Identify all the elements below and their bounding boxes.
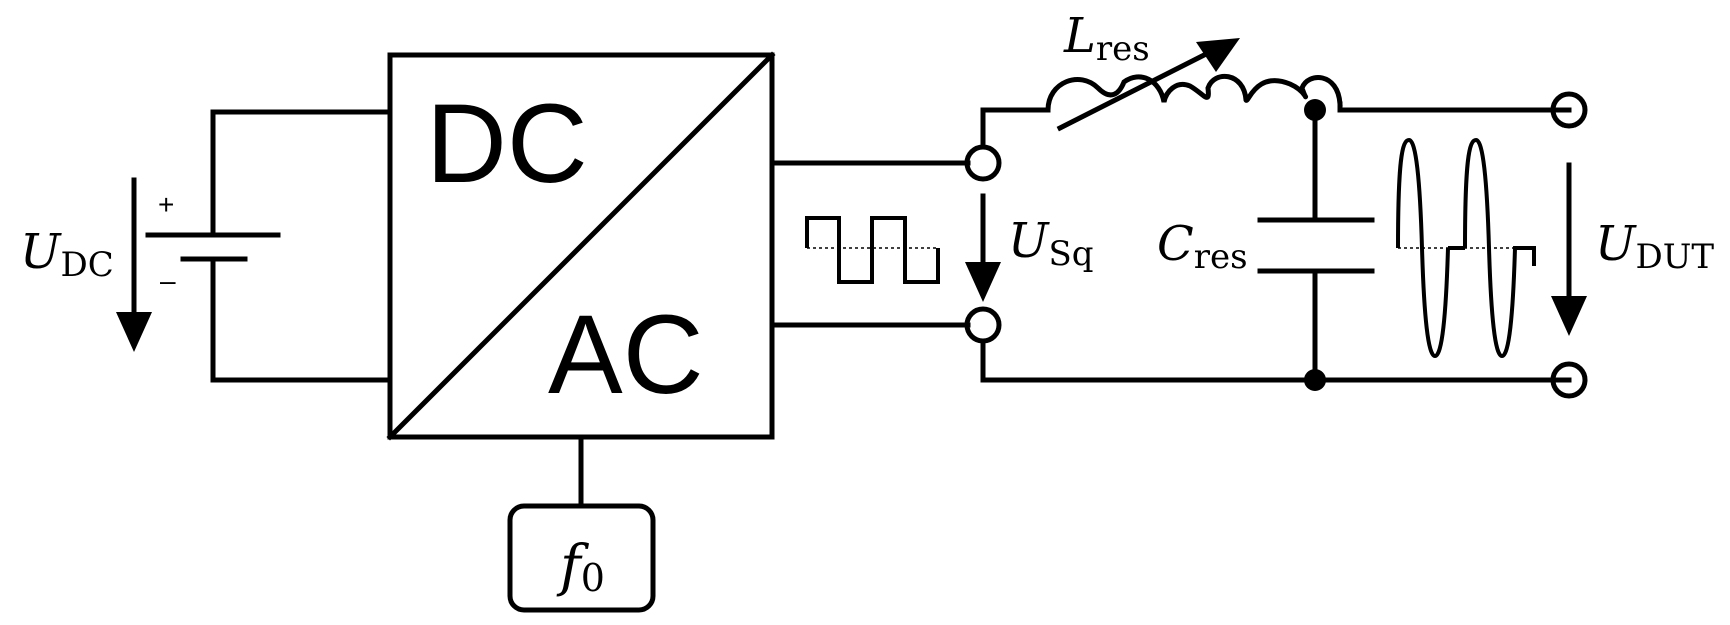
l-res-symbol: L bbox=[1063, 8, 1096, 64]
frequency-subscript: 0 bbox=[581, 556, 605, 600]
u-dc-subscript: DC bbox=[60, 245, 113, 285]
converter-ac-label: AC bbox=[548, 292, 704, 417]
c-res-symbol: C bbox=[1157, 216, 1194, 272]
u-dut-label: UDUT bbox=[1595, 216, 1714, 277]
converter-diagonal bbox=[386, 51, 776, 441]
battery-plus-sign: + bbox=[158, 189, 174, 220]
c-res-subscript: res bbox=[1194, 237, 1248, 277]
dc-ac-converter: DC AC bbox=[386, 51, 776, 441]
inductor-variable-arrow-head bbox=[1196, 38, 1240, 72]
u-sq-subscript: Sq bbox=[1048, 234, 1093, 274]
frequency-block bbox=[507, 503, 656, 613]
u-dc-arrow bbox=[116, 177, 152, 352]
u-dc-symbol: U bbox=[20, 224, 62, 280]
battery-minus-sign: – bbox=[160, 265, 176, 296]
wire-return-bottom bbox=[980, 338, 1572, 383]
terminal-sq-top bbox=[964, 144, 1002, 182]
u-dut-symbol: U bbox=[1595, 216, 1637, 272]
u-dc-arrow-head bbox=[116, 312, 152, 352]
u-sq-symbol: U bbox=[1008, 213, 1050, 269]
l-res-subscript: res bbox=[1096, 29, 1150, 69]
u-dut-subscript: DUT bbox=[1635, 237, 1714, 277]
square-wave-symbol bbox=[805, 216, 907, 284]
u-dut-arrow-head bbox=[1551, 296, 1587, 336]
c-res-label: Cres bbox=[1157, 216, 1248, 277]
converter-dc-label: DC bbox=[426, 81, 588, 206]
u-sq-arrow-head bbox=[965, 262, 1001, 302]
frequency-label: f0 bbox=[556, 534, 605, 600]
dc-source: + – bbox=[145, 109, 391, 383]
wire-to-inductor bbox=[980, 107, 1051, 150]
terminal-dut-top bbox=[1550, 91, 1588, 129]
u-sq-label: USq bbox=[1008, 213, 1094, 274]
terminal-sq-bottom bbox=[964, 306, 1002, 344]
square-wave-symbol-end bbox=[903, 248, 940, 284]
terminal-dut-bottom bbox=[1550, 361, 1588, 399]
u-dc-label: UDC bbox=[20, 224, 114, 285]
inductor-coil bbox=[1045, 73, 1343, 113]
l-res-label: Lres bbox=[1063, 8, 1150, 69]
inductor-variable-arrow-shaft bbox=[1056, 46, 1218, 132]
